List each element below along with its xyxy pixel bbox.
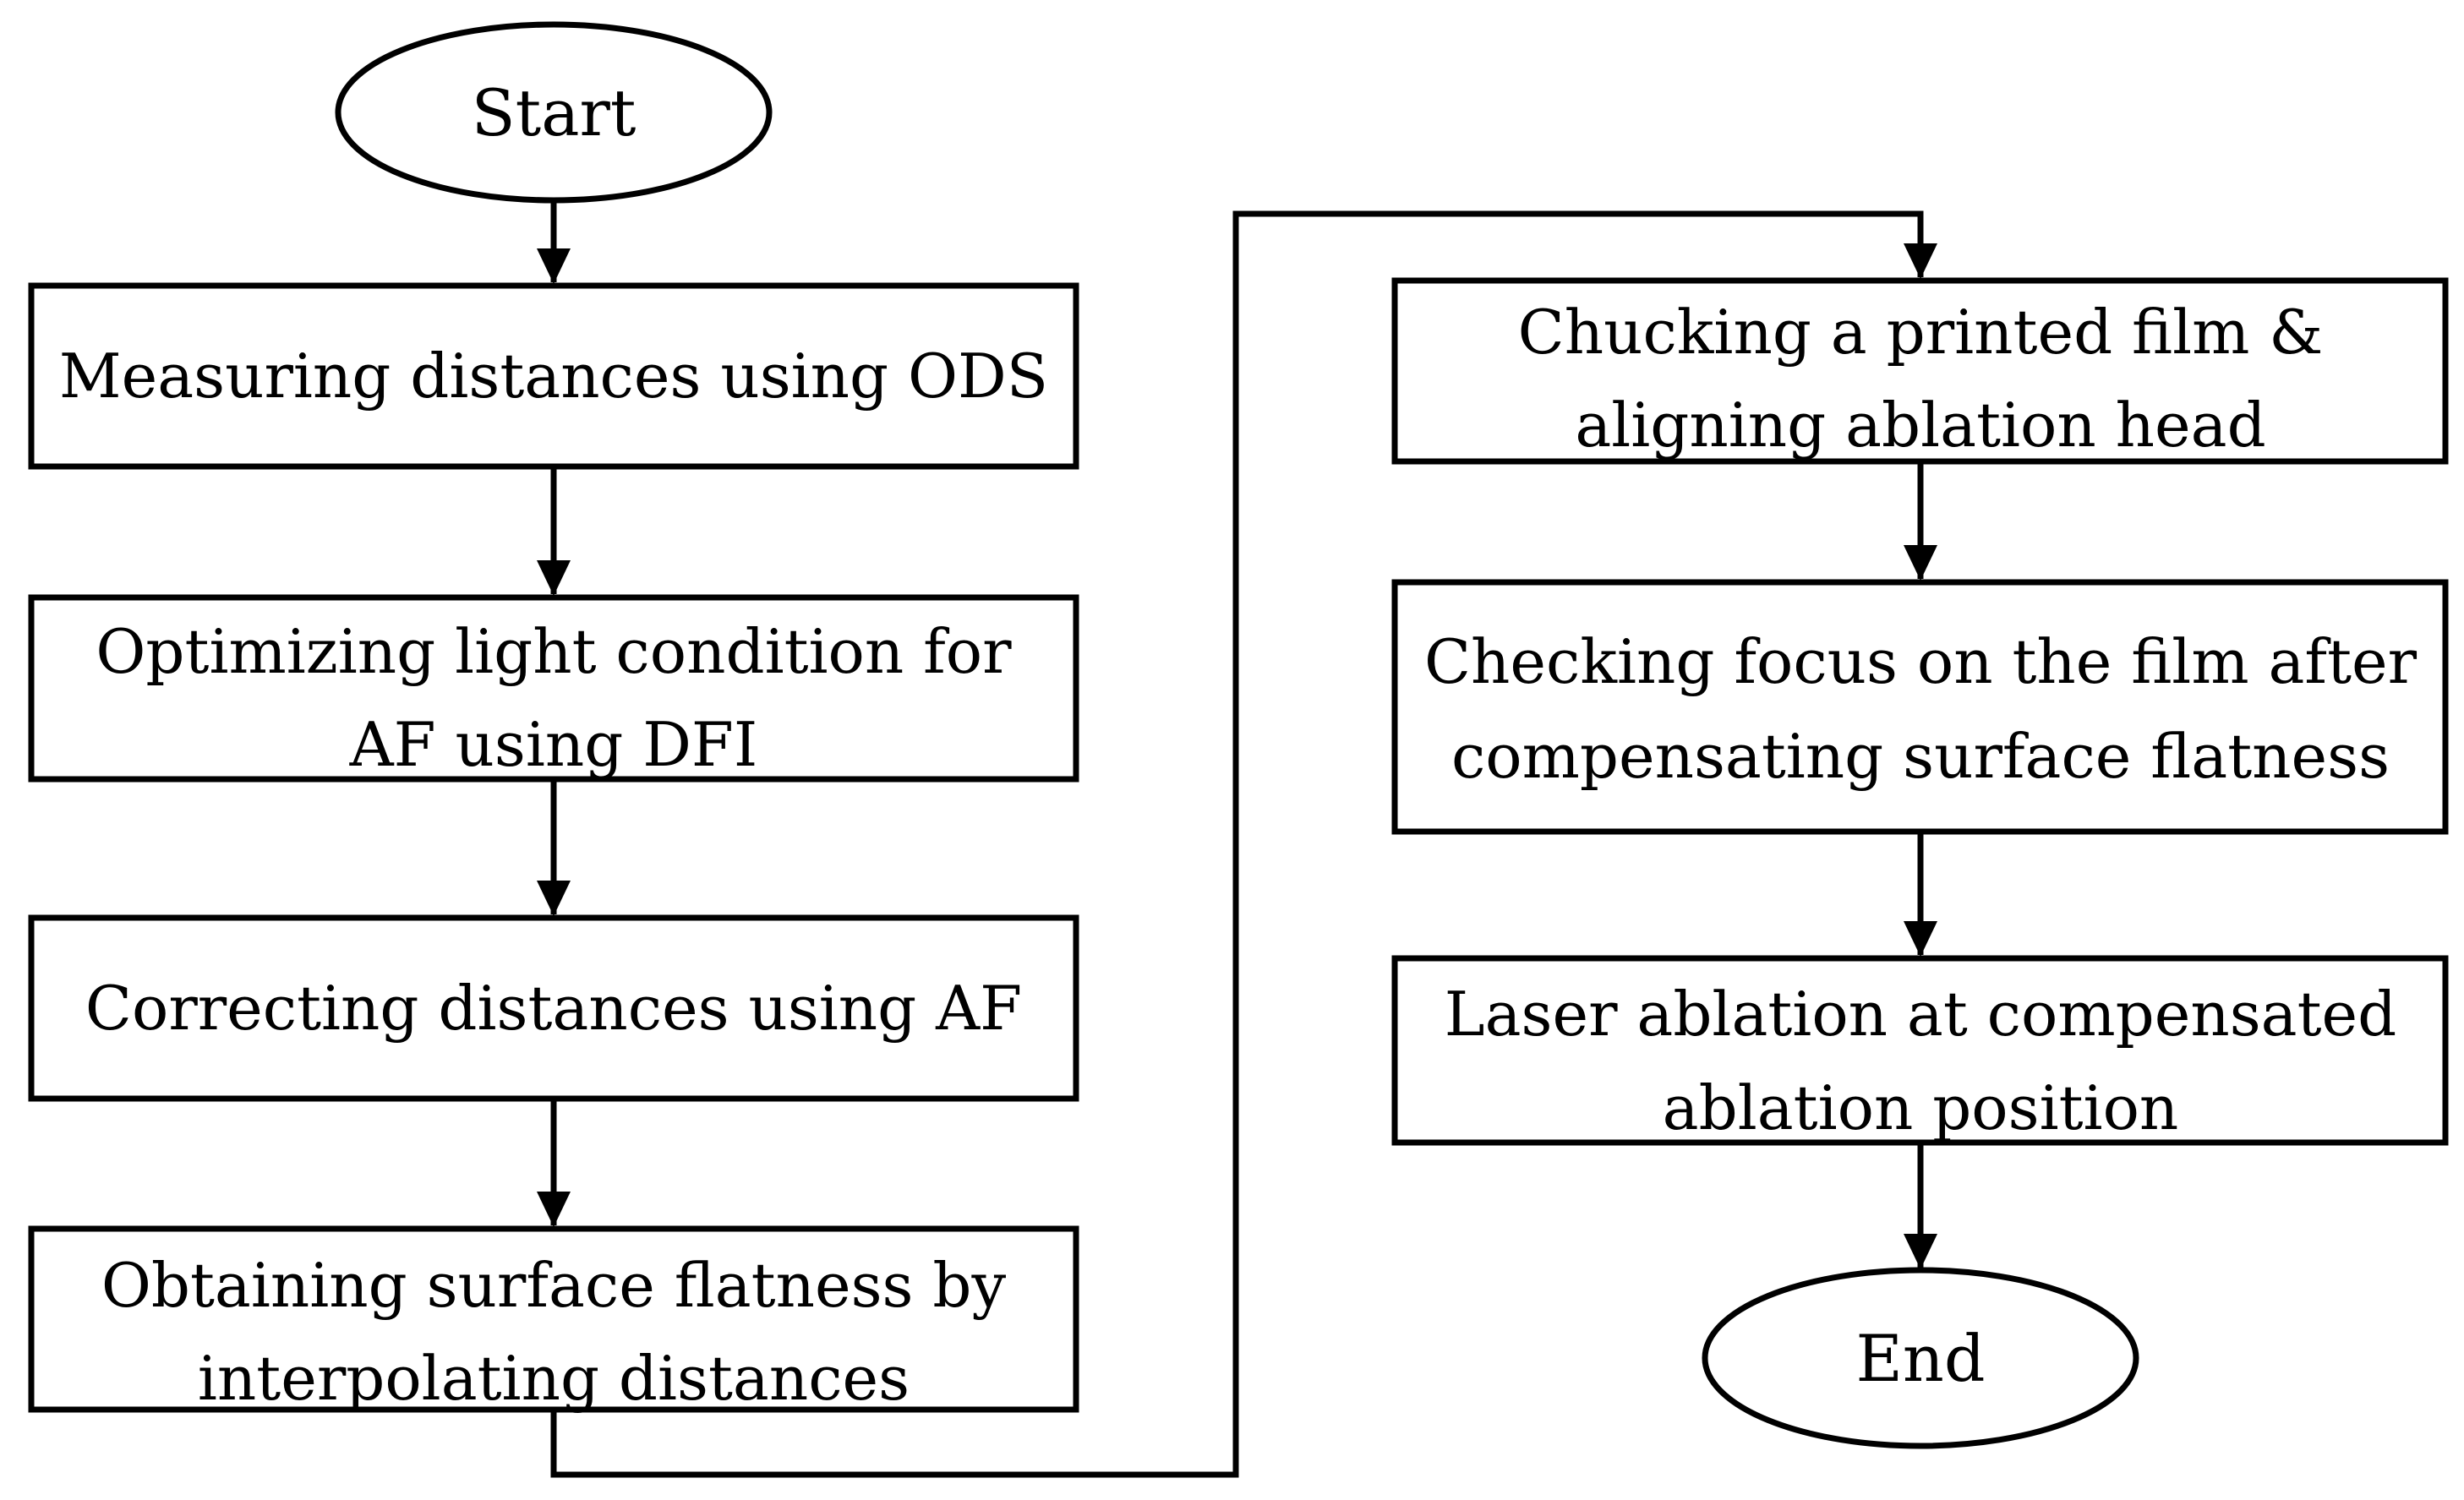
step-measure-box: [28, 282, 1079, 470]
step-chuck: Chucking a printed film & aligning ablat…: [1391, 277, 2449, 465]
arrowhead-correct: [537, 881, 571, 916]
end-label: End: [1855, 1321, 1985, 1396]
arrow-obtain-to-chuck: [550, 210, 1924, 1478]
start-label: Start: [472, 75, 636, 150]
step-obtain-line-2: interpolating distances: [198, 1343, 910, 1414]
step-optimize-box: [28, 594, 1079, 783]
arrowhead-optimize: [537, 560, 571, 596]
arrowhead-end: [1904, 1234, 1937, 1269]
arrowhead-laser: [1904, 921, 1937, 957]
step-optimize: Optimizing light condition for AF using …: [28, 594, 1079, 783]
start-ellipse: [335, 21, 773, 204]
arrowhead-check: [1904, 545, 1937, 581]
step-chuck-box: [1391, 277, 2449, 465]
step-laser-line-1: Laser ablation at compensated: [1445, 979, 2396, 1050]
connectors: [550, 199, 1924, 1478]
step-correct: Correcting distances using AF: [28, 914, 1079, 1102]
start-terminal: Start: [335, 21, 773, 204]
step-check-line-2: compensating surface flatness: [1451, 721, 2390, 792]
end-ellipse: [1702, 1267, 2139, 1449]
step-obtain-box: [28, 1225, 1079, 1413]
step-correct-box: [28, 914, 1079, 1102]
step-check-box: [1391, 579, 2449, 835]
step-correct-line-1: Correcting distances using AF: [85, 973, 1022, 1044]
step-chuck-line-2: aligning ablation head: [1575, 390, 2265, 461]
step-measure: Measuring distances using ODS: [28, 282, 1079, 470]
step-obtain-line-1: Obtaining surface flatness by: [101, 1250, 1007, 1321]
step-laser: Laser ablation at compensated ablation p…: [1391, 955, 2449, 1146]
step-check-line-1: Checking focus on the film after: [1424, 626, 2418, 697]
step-optimize-line-2: AF using DFI: [349, 709, 758, 780]
step-chuck-line-1: Chucking a printed film &: [1518, 297, 2324, 368]
step-measure-line-1: Measuring distances using ODS: [59, 341, 1048, 412]
arrowhead-chuck: [1904, 243, 1937, 279]
arrowheads: [537, 243, 1937, 1269]
arrowhead-obtain: [537, 1192, 571, 1227]
step-laser-line-2: ablation position: [1663, 1072, 2179, 1143]
step-laser-box: [1391, 955, 2449, 1146]
step-obtain: Obtaining surface flatness by interpolat…: [28, 1225, 1079, 1414]
arrowhead-measure: [537, 248, 571, 284]
end-terminal: End: [1702, 1267, 2139, 1449]
step-optimize-line-1: Optimizing light condition for: [96, 616, 1012, 687]
step-check: Checking focus on the film after compens…: [1391, 579, 2449, 835]
